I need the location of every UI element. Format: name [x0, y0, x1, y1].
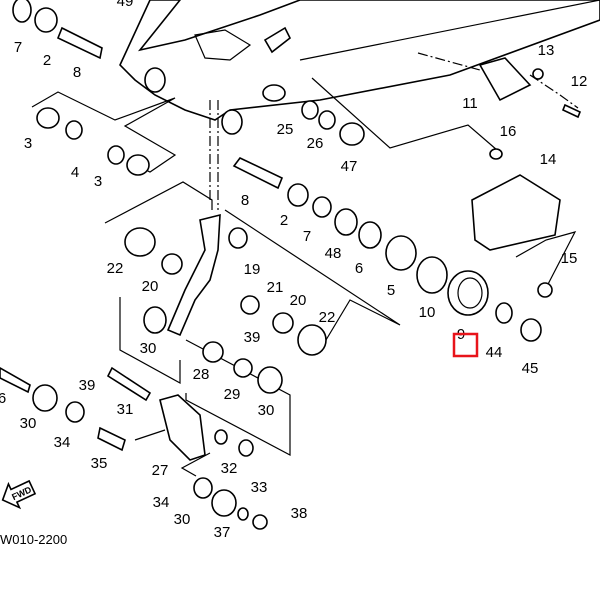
label: 37 [214, 524, 231, 541]
label: 20 [142, 278, 159, 295]
label: 15 [561, 250, 578, 267]
label: 20 [290, 292, 307, 309]
label: 3 [94, 173, 102, 190]
label: 39 [79, 377, 96, 394]
label: 21 [267, 279, 284, 296]
label: 47 [341, 158, 358, 175]
label: 25 [277, 121, 294, 138]
label: 27 [152, 462, 169, 479]
label: 30 [174, 511, 191, 528]
label: 6 [0, 390, 6, 407]
label: 8 [241, 192, 249, 209]
label: 4 [71, 164, 79, 181]
label: 48 [325, 245, 342, 262]
parts [0, 0, 582, 530]
label: 2 [280, 212, 288, 229]
label: 30 [20, 415, 37, 432]
highlight-box [452, 332, 479, 358]
label: 19 [244, 261, 261, 278]
label: 5 [387, 282, 395, 299]
label: 30 [140, 340, 157, 357]
label: 8 [73, 64, 81, 81]
callout-labels: 7 2 8 49 3 4 3 25 26 47 8 2 7 48 6 5 10 … [0, 0, 587, 541]
label: 45 [522, 360, 539, 377]
label: 22 [107, 260, 124, 277]
label: 34 [54, 434, 71, 451]
label: 34 [153, 494, 170, 511]
label: 35 [91, 455, 108, 472]
label: 31 [117, 401, 134, 418]
label: 2 [43, 52, 51, 69]
label: 16 [500, 123, 517, 140]
label: 29 [224, 386, 241, 403]
label: 14 [540, 151, 557, 168]
label: 10 [419, 304, 436, 321]
label: 38 [291, 505, 308, 522]
label: 28 [193, 366, 210, 383]
label: 11 [462, 95, 478, 112]
label: 30 [258, 402, 275, 419]
label: 26 [307, 135, 324, 152]
label: 44 [486, 344, 503, 361]
assembly-lines [31, 52, 579, 477]
label: 3 [24, 135, 32, 152]
label: 12 [571, 73, 588, 90]
swingarm [119, 0, 600, 135]
diagram-code: W010-2200 [0, 532, 67, 547]
label: 33 [251, 479, 268, 496]
label: 39 [244, 329, 261, 346]
label: 49 [117, 0, 134, 10]
label: 6 [355, 260, 363, 277]
label: 13 [538, 42, 555, 59]
fwd-arrow-icon: FWD [1, 479, 37, 510]
label: 7 [303, 228, 311, 245]
label: 7 [14, 39, 22, 56]
label: 22 [319, 309, 336, 326]
label: 32 [221, 460, 238, 477]
